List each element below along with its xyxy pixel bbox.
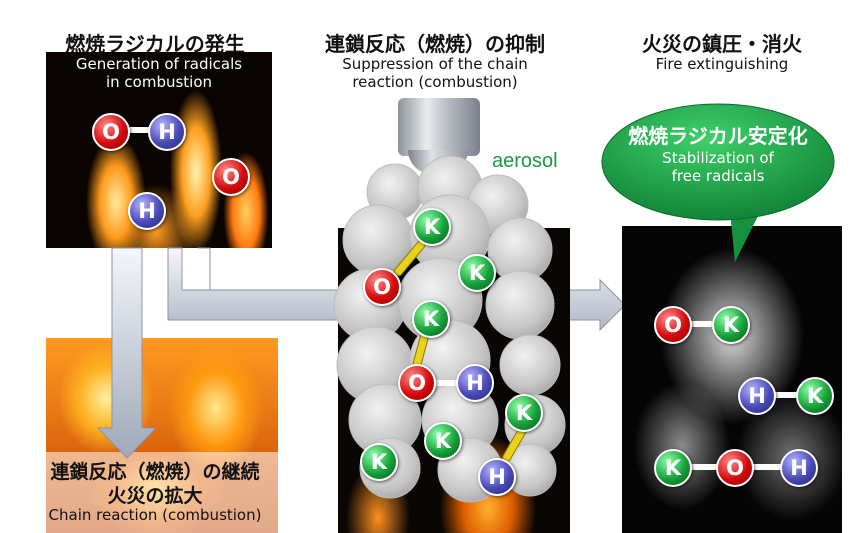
oxygen-atom-icon: O [363,268,401,306]
bond-oh-middle [430,380,460,386]
right-title-jp: 火災の鎮圧・消火 [642,32,802,56]
potassium-atom-icon: K [458,254,496,292]
bubble-jp: 燃焼ラジカル安定化 [628,124,808,148]
bottom-left-jp-1: 連鎖反応（燃焼）の継続 [50,461,260,483]
potassium-atom-icon: K [712,306,750,344]
oxygen-atom-icon: O [398,364,436,402]
hydrogen-atom-icon: H [478,458,516,496]
down-arrow [96,247,158,459]
oxygen-atom-icon: O [716,449,754,487]
hydrogen-atom-icon: H [128,192,166,230]
bubble-en-1: Stabilization of [662,149,774,167]
oxygen-atom-icon: O [92,113,130,151]
middle-title-jp: 連鎖反応（燃焼）の抑制 [325,32,545,56]
hydrogen-atom-icon: H [738,377,776,415]
bottom-left-caption-bg [0,452,310,533]
nozzle-icon [398,98,480,156]
hydrogen-atom-icon: H [148,113,186,151]
potassium-atom-icon: K [654,449,692,487]
bond-hk-right [760,392,800,398]
oxygen-atom-icon: O [654,306,692,344]
bond-ok-right [680,321,720,327]
oxygen-atom-icon: O [212,158,250,196]
potassium-atom-icon: K [360,443,398,481]
potassium-atom-icon: K [412,300,450,338]
potassium-atom-icon: K [424,422,462,460]
fire-image-top [46,52,272,248]
middle-title-en-1: Suppression of the chain [342,55,528,73]
left-title-en-1: Generation of radicals [75,55,243,73]
bubble-en-2: free radicals [671,167,765,185]
potassium-atom-icon: K [505,394,543,432]
potassium-atom-icon: K [796,377,834,415]
aerosol-label: aerosol [492,150,558,172]
bottom-left-jp-2: 火災の拡大 [107,485,203,507]
potassium-atom-icon: K [413,208,451,246]
middle-title-en-2: reaction (combustion) [352,73,518,91]
bond-oh-left [120,127,150,133]
hydrogen-atom-icon: H [456,364,494,402]
bottom-left-en: Chain reaction (combustion) [48,506,262,524]
hydrogen-atom-icon: H [780,449,818,487]
right-title-en: Fire extinguishing [655,55,789,73]
left-title-en-2: in combustion [105,73,213,91]
